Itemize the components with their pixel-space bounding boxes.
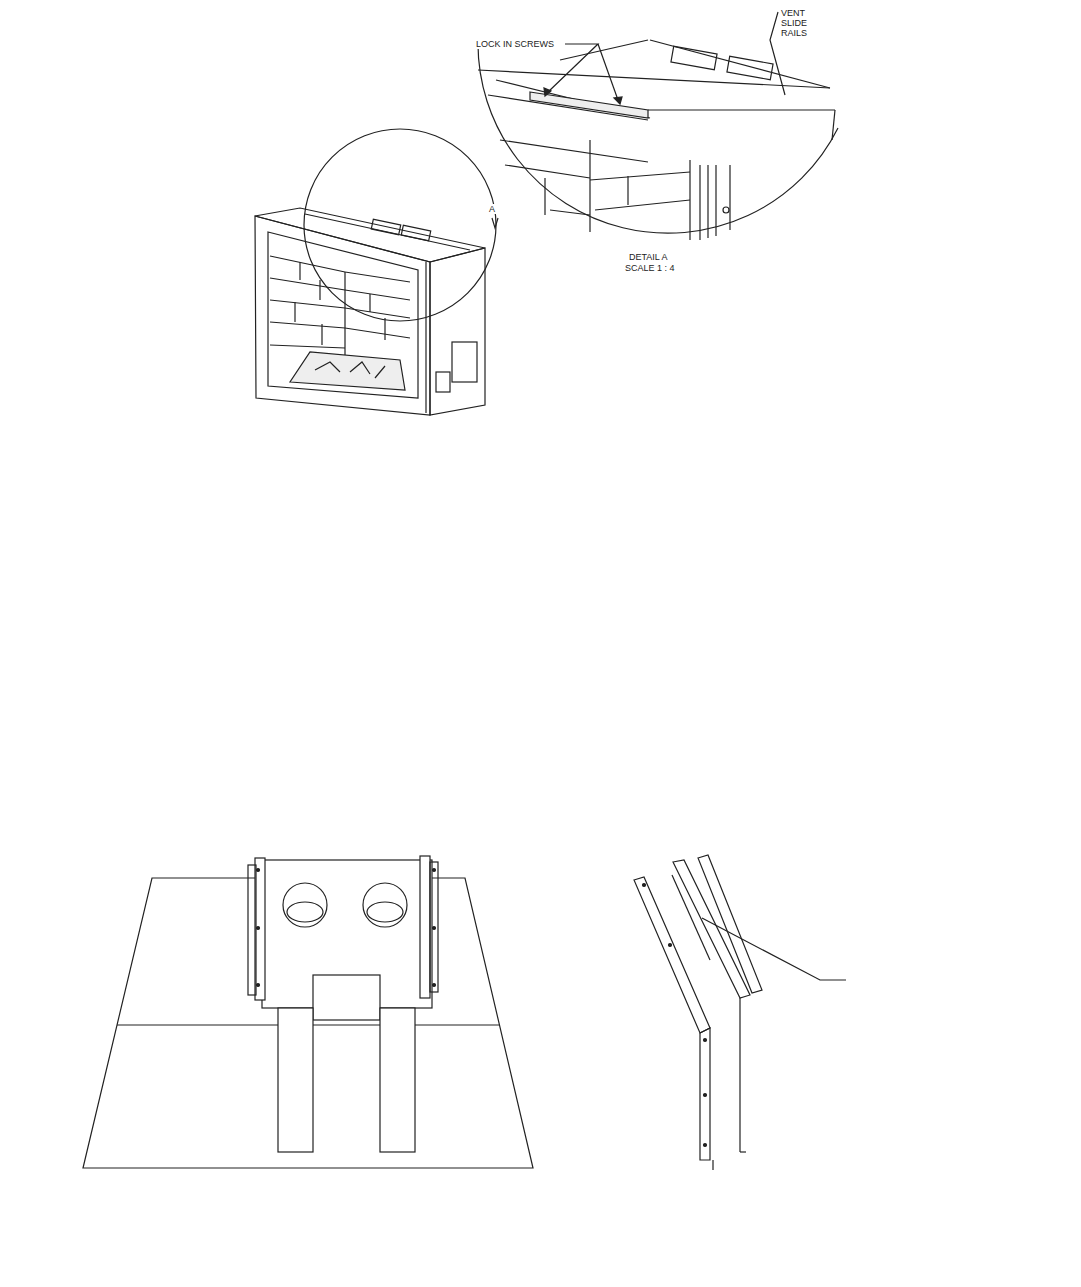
part-label: VENT SLIDE RAILS	[780, 8, 832, 38]
fireplace-overview	[255, 129, 498, 415]
vent-hood-front	[83, 856, 533, 1168]
detail-marker: A	[488, 204, 496, 214]
part-label: LOCK IN SCREWS	[475, 39, 555, 49]
detail-title: DETAIL A	[628, 252, 669, 262]
scale-note: SCALE 1 : 4	[624, 263, 676, 273]
vent-hood-side	[634, 855, 846, 1170]
